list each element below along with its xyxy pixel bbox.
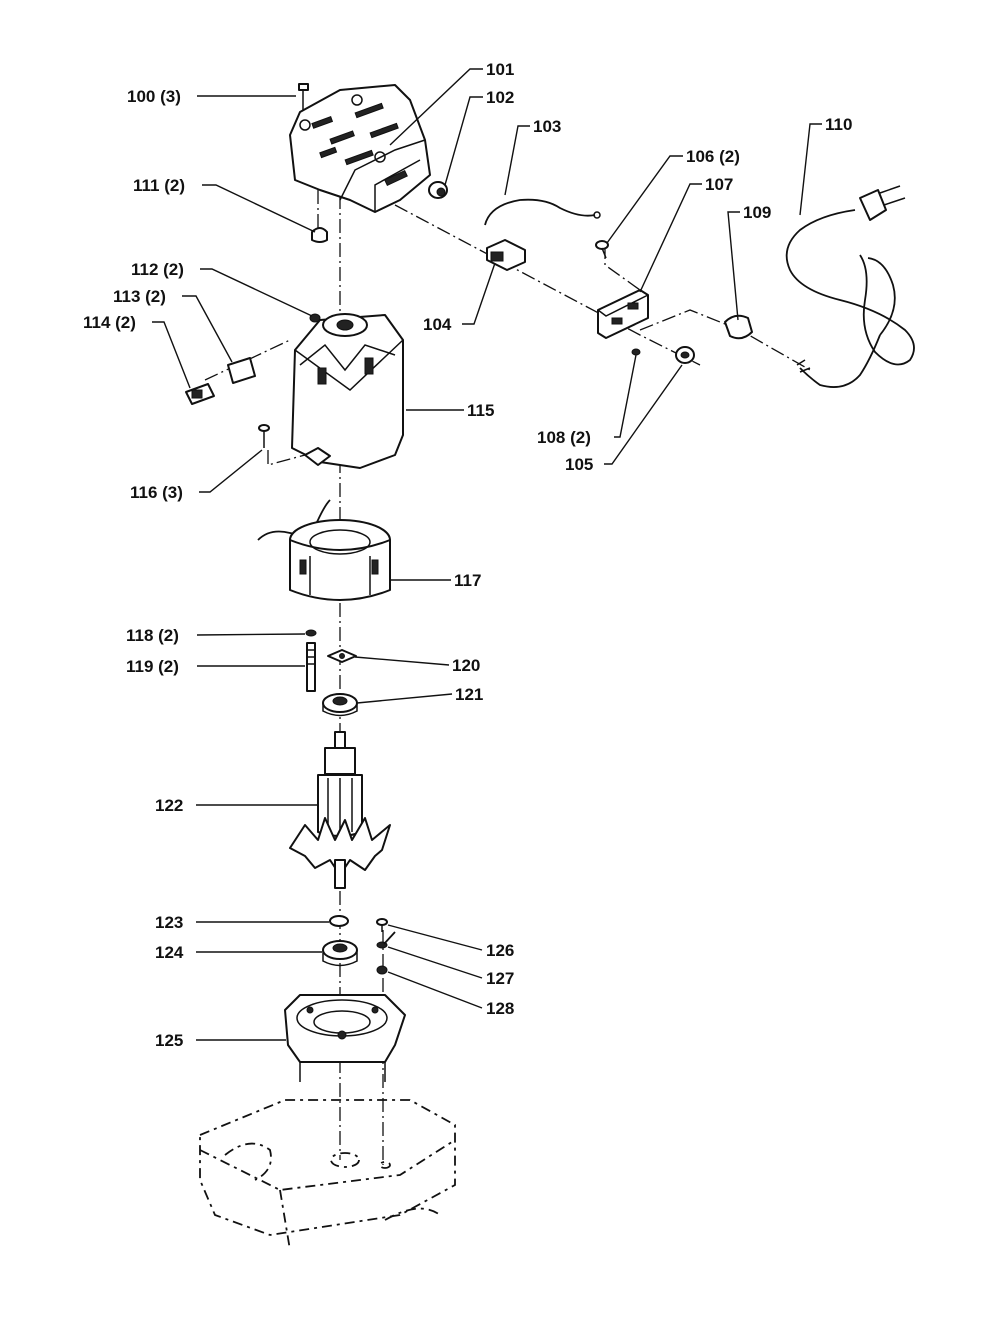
strain-relief-109	[724, 314, 753, 340]
nut-105	[675, 346, 695, 364]
brush-axis	[204, 339, 291, 381]
wire-103	[484, 198, 601, 226]
callout-106: 106 (2)	[686, 147, 740, 166]
callout-112: 112 (2)	[131, 260, 184, 279]
callout-111: 111 (2)	[133, 176, 185, 195]
screw-106-axis	[604, 245, 641, 291]
callout-121: 121	[455, 685, 483, 704]
washer-118	[305, 629, 317, 637]
power-cord-110	[785, 185, 915, 388]
callout-113: 113 (2)	[113, 287, 166, 306]
ground-lug-127	[376, 931, 396, 949]
callout-127: 127	[486, 969, 514, 988]
callout-128: 128	[486, 999, 514, 1018]
callout-105: 105	[565, 455, 593, 474]
callout-123: 123	[155, 913, 183, 932]
end-bell-125	[284, 994, 406, 1082]
ring-123	[329, 915, 349, 927]
bearing-124	[322, 940, 358, 967]
callout-126: 126	[486, 941, 514, 960]
callout-100: 100 (3)	[127, 87, 181, 106]
screw-116	[258, 424, 270, 448]
callout-104: 104	[423, 315, 452, 334]
callout-101: 101	[486, 60, 514, 79]
cord-axis-right	[639, 309, 811, 371]
carbon-brush-114	[185, 383, 215, 405]
cap-102	[428, 181, 448, 199]
brush-holder-113	[227, 357, 256, 384]
motor-cover-101	[289, 84, 431, 213]
callout-107: 107	[705, 175, 733, 194]
foot-111	[311, 227, 328, 243]
callout-114: 114 (2)	[83, 313, 136, 332]
armature-122	[289, 731, 391, 889]
bearing-121	[322, 693, 358, 717]
switch-104	[486, 239, 526, 271]
screw-108	[631, 348, 641, 356]
motor-housing-115	[291, 313, 404, 469]
screw-106	[595, 240, 609, 259]
callout-125: 125	[155, 1031, 183, 1050]
base-phantom	[199, 1099, 456, 1251]
washer-128	[376, 965, 388, 975]
screw-116-axis	[267, 450, 306, 466]
callout-116: 116 (3)	[130, 483, 183, 502]
callout-118: 118 (2)	[126, 626, 179, 645]
cord-axis	[394, 204, 701, 366]
brush-cap-112	[309, 313, 321, 323]
callout-124: 124	[155, 943, 184, 962]
callout-119: 119 (2)	[126, 657, 179, 676]
callout-110: 110	[825, 115, 852, 134]
callout-120: 120	[452, 656, 480, 675]
screw-119	[306, 642, 316, 692]
callout-109: 109	[743, 203, 771, 222]
callout-102: 102	[486, 88, 514, 107]
field-stator-117	[257, 499, 391, 601]
plate-120	[327, 649, 357, 663]
callout-108: 108 (2)	[537, 428, 591, 447]
callout-122: 122	[155, 796, 183, 815]
callout-103: 103	[533, 117, 561, 136]
callout-115: 115	[467, 401, 494, 420]
leader-lines	[152, 68, 822, 1041]
callout-117: 117	[454, 571, 481, 590]
screw-126	[376, 918, 388, 932]
bracket-107	[597, 289, 649, 339]
